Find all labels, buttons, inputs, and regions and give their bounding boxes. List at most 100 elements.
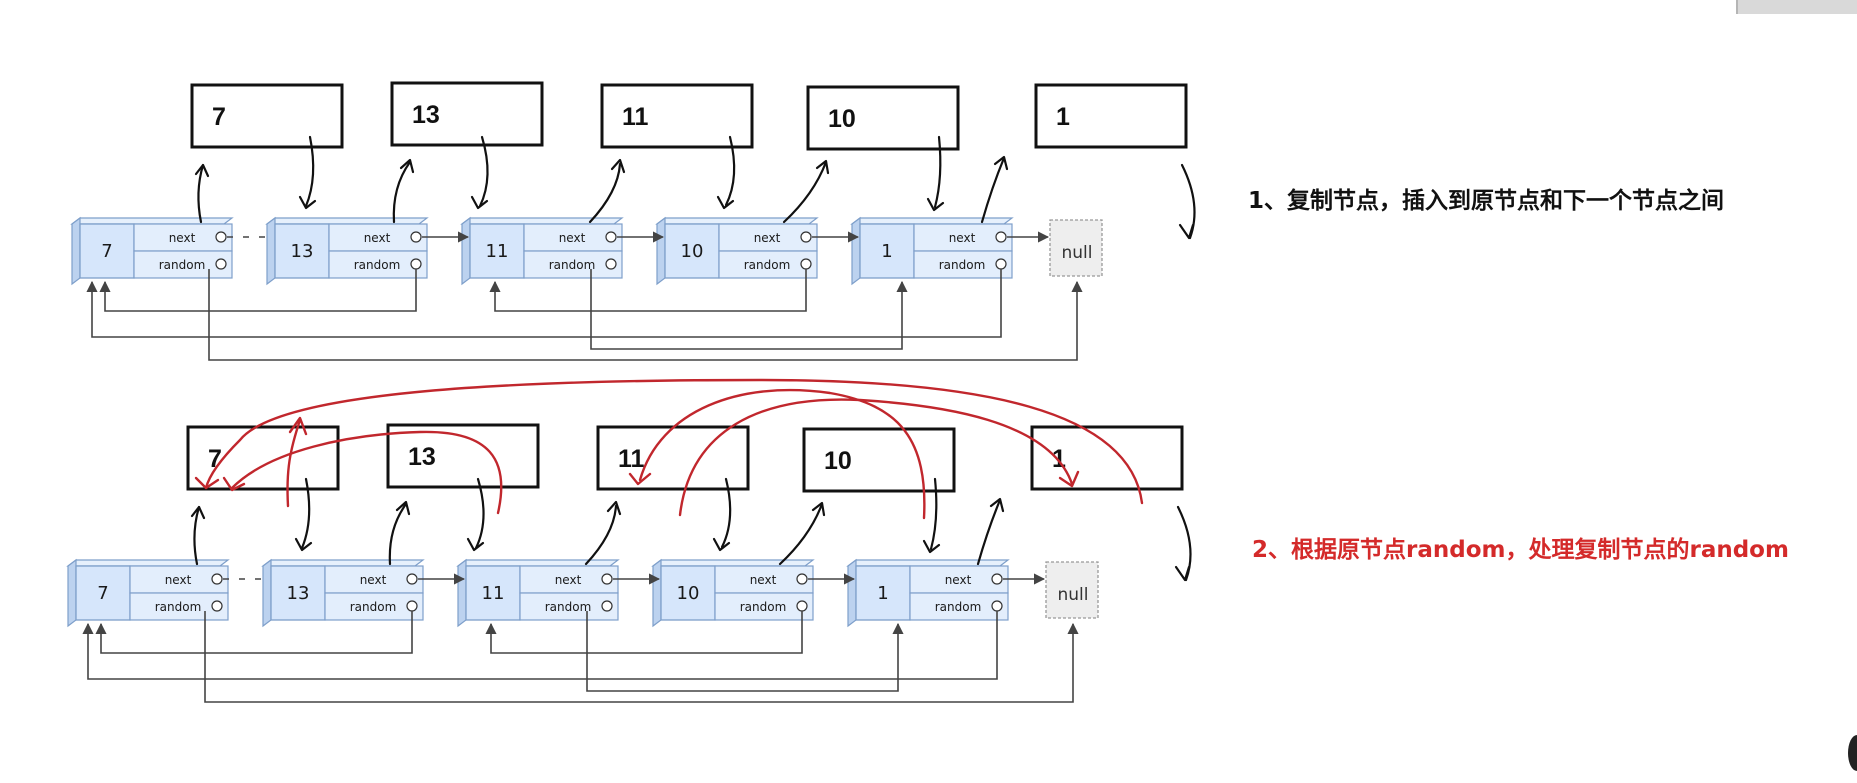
random-port bbox=[796, 600, 808, 612]
copy-node: 13 bbox=[390, 81, 544, 147]
null-label: null bbox=[1058, 585, 1089, 605]
node-value: 10 bbox=[677, 583, 700, 604]
list-node: 11 next random bbox=[456, 558, 620, 628]
random-field: random bbox=[155, 600, 202, 614]
next-port bbox=[800, 231, 812, 243]
handdrawn-arrow bbox=[298, 135, 317, 210]
handdrawn-arrow bbox=[712, 477, 732, 552]
list-row-2: 7nextrandom13nextrandom11nextrandom10nex… bbox=[66, 423, 1192, 703]
next-field: next bbox=[750, 573, 777, 587]
random-wire bbox=[82, 611, 998, 680]
next-port bbox=[995, 231, 1007, 243]
random-port bbox=[406, 600, 418, 612]
handdrawn-arrow bbox=[388, 500, 411, 566]
copy-node-value: 1 bbox=[1056, 103, 1070, 131]
handdrawn-arrow bbox=[470, 135, 489, 210]
node-value: 7 bbox=[97, 583, 108, 604]
copy-node-value: 11 bbox=[618, 445, 645, 473]
handdrawn-arrow bbox=[584, 500, 622, 566]
copy-node-value: 11 bbox=[622, 103, 649, 131]
next-field: next bbox=[559, 231, 586, 245]
node-value: 1 bbox=[877, 583, 888, 604]
handdrawn-arrow bbox=[1178, 163, 1196, 240]
list-node: 13 next random bbox=[261, 558, 425, 628]
next-field: next bbox=[949, 231, 976, 245]
random-field: random bbox=[545, 600, 592, 614]
handdrawn-arrow bbox=[588, 158, 626, 224]
copy-node: 13 bbox=[386, 423, 540, 489]
null-node: null bbox=[1049, 219, 1103, 277]
handdrawn-arrow bbox=[466, 477, 485, 552]
next-field: next bbox=[360, 573, 387, 587]
handdrawn-arrow bbox=[980, 155, 1009, 224]
copy-node-value: 13 bbox=[412, 101, 440, 129]
copy-node: 11 bbox=[596, 425, 750, 491]
corner-widget bbox=[1848, 735, 1857, 771]
handdrawn-arrow bbox=[194, 163, 210, 224]
node-value: 11 bbox=[486, 241, 509, 262]
handdrawn-arrow bbox=[392, 158, 415, 224]
handdrawn-arrow bbox=[976, 497, 1005, 566]
copy-node: 1 bbox=[1030, 425, 1184, 491]
random-wire bbox=[86, 269, 1002, 338]
random-wire bbox=[99, 269, 417, 312]
copy-node: 11 bbox=[600, 83, 754, 149]
random-port bbox=[601, 600, 613, 612]
list-node: 7 next random bbox=[70, 216, 234, 286]
random-port bbox=[211, 600, 223, 612]
next-field: next bbox=[754, 231, 781, 245]
node-value: 10 bbox=[681, 241, 704, 262]
random-wire bbox=[204, 611, 1079, 703]
random-port bbox=[410, 258, 422, 270]
handdrawn-arrow bbox=[778, 501, 826, 566]
handdrawn-arrow bbox=[922, 477, 941, 554]
handdrawn-arrow bbox=[190, 505, 206, 566]
random-port bbox=[605, 258, 617, 270]
next-field: next bbox=[169, 231, 196, 245]
random-field: random bbox=[354, 258, 401, 272]
random-field: random bbox=[935, 600, 982, 614]
null-label: null bbox=[1062, 243, 1093, 263]
step1-text: 1、复制节点，插入到原节点和下一个节点之间 bbox=[1248, 187, 1724, 214]
handdrawn-arrow bbox=[782, 159, 830, 224]
red-random-arrows bbox=[194, 378, 1144, 520]
random-port bbox=[995, 258, 1007, 270]
node-value: 7 bbox=[101, 241, 112, 262]
next-port bbox=[605, 231, 617, 243]
handdrawn-arrow bbox=[294, 477, 313, 552]
copy-node-value: 7 bbox=[212, 103, 226, 131]
node-value: 13 bbox=[287, 583, 310, 604]
node-value: 11 bbox=[482, 583, 505, 604]
node-value: 13 bbox=[291, 241, 314, 262]
random-field: random bbox=[159, 258, 206, 272]
random-wire bbox=[586, 611, 904, 692]
null-node: null bbox=[1045, 561, 1099, 619]
next-port bbox=[796, 573, 808, 585]
random-field: random bbox=[740, 600, 787, 614]
webcam-overlay bbox=[1736, 0, 1857, 14]
list-node: 10 next random bbox=[655, 216, 819, 286]
next-port bbox=[215, 231, 227, 243]
random-field: random bbox=[744, 258, 791, 272]
random-port bbox=[800, 258, 812, 270]
next-port bbox=[406, 573, 418, 585]
next-field: next bbox=[555, 573, 582, 587]
random-wire bbox=[208, 269, 1083, 361]
random-wire bbox=[590, 269, 908, 350]
random-port bbox=[215, 258, 227, 270]
copy-node: 10 bbox=[802, 427, 956, 493]
random-field: random bbox=[350, 600, 397, 614]
next-port bbox=[601, 573, 613, 585]
copy-node-value: 10 bbox=[828, 105, 856, 133]
list-node: 13 next random bbox=[265, 216, 429, 286]
handdrawn-arrow bbox=[926, 135, 945, 212]
copy-node: 7 bbox=[186, 425, 340, 491]
random-wire bbox=[95, 611, 413, 654]
random-wire bbox=[489, 269, 807, 312]
copy-node-value: 13 bbox=[408, 443, 436, 471]
random-wire bbox=[485, 611, 803, 654]
next-field: next bbox=[364, 231, 391, 245]
random-field: random bbox=[939, 258, 986, 272]
